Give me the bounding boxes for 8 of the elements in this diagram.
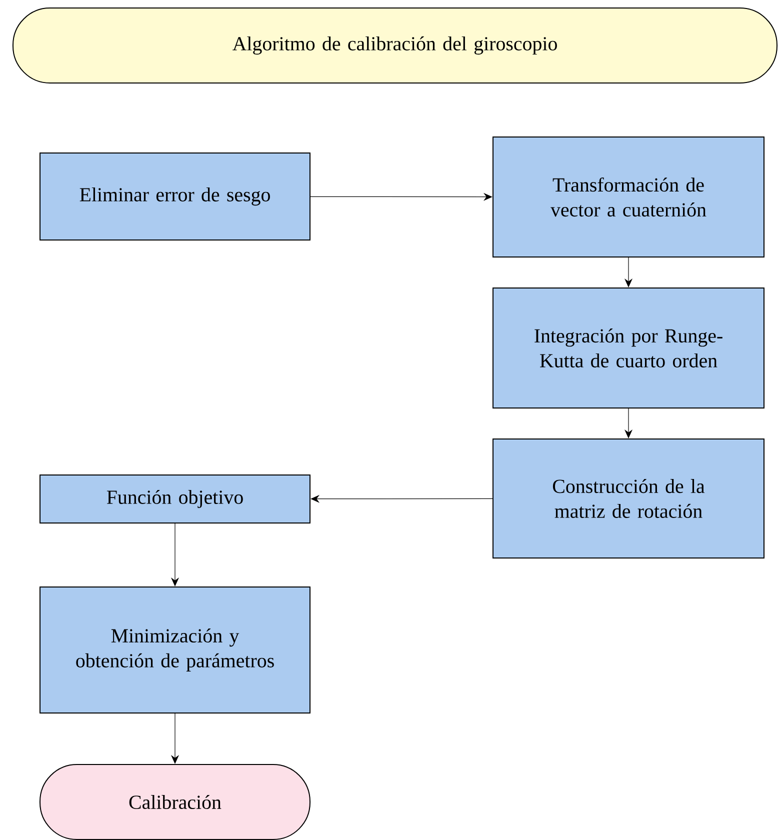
startend-terminal: Algoritmo de calibración del giroscopio [12, 8, 778, 84]
process-box: Transformación de vector a cuaternión [492, 136, 764, 258]
process-box: Función objetivo [40, 474, 310, 524]
end-terminal: Calibración [40, 764, 310, 840]
process-box: Eliminar error de sesgo [40, 152, 310, 240]
process-box: Minimización y obtención de parámetros [40, 586, 310, 714]
process-box: Integración por Runge-Kutta de cuarto orden [492, 288, 764, 408]
process-box: Construcción de la matriz de rotación [492, 438, 764, 558]
